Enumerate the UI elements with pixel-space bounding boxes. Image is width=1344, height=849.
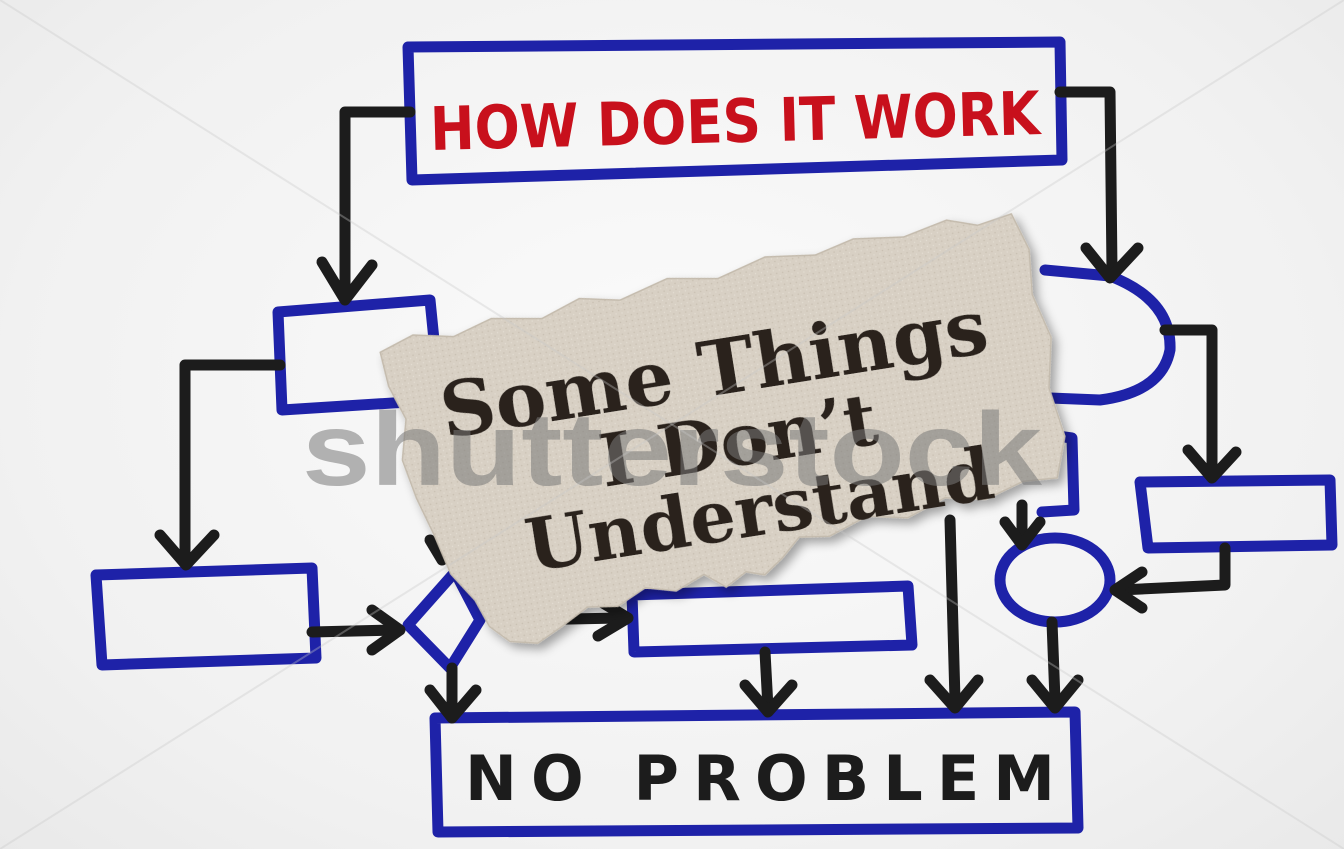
right-box <box>1140 480 1332 548</box>
watermark-text: shutterstock <box>302 392 1042 508</box>
right-circle <box>1000 538 1110 622</box>
right-capsule-shape <box>1045 270 1170 400</box>
top-box-label: HOW DOES IT WORK <box>429 79 1043 165</box>
middle-small-box <box>632 586 912 652</box>
bottom-left-box <box>96 568 316 665</box>
bottom-box-label: NO PROBLEM <box>465 742 1055 815</box>
